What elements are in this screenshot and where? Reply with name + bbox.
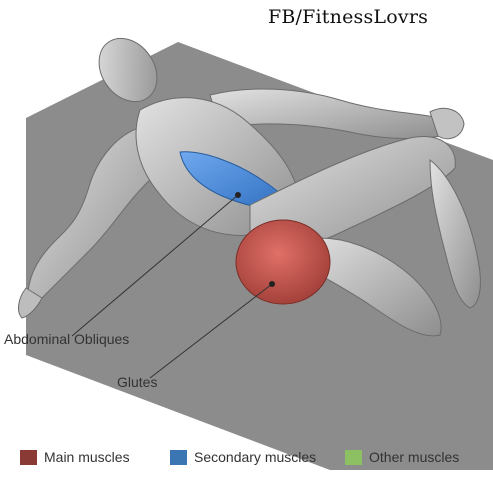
right-thigh: [299, 237, 442, 337]
obliques-pointer-line: [71, 194, 239, 337]
label-glutes: Glutes: [117, 374, 158, 390]
legend-swatch-other: [345, 449, 362, 465]
glutes-highlight: [235, 219, 331, 305]
legend-swatch-main: [20, 449, 37, 465]
legend-label-main: Main muscles: [44, 449, 130, 465]
obliques-pointer-dot: [235, 192, 241, 198]
legend-item-other: Other muscles: [345, 447, 459, 467]
lower-leg: [429, 158, 481, 309]
legend-label-other: Other muscles: [369, 449, 460, 465]
head: [98, 37, 158, 103]
legend-item-main: Main muscles: [20, 447, 130, 467]
left-arm: [27, 124, 153, 301]
legend: Main muscles Secondary muscles Other mus…: [20, 447, 490, 467]
left-hand: [18, 287, 43, 319]
watermark: FB/FitnessLovrs: [268, 6, 429, 28]
right-hand: [429, 108, 465, 140]
legend-item-secondary: Secondary muscles: [170, 447, 316, 467]
legend-label-secondary: Secondary muscles: [194, 449, 317, 465]
glutes-pointer-dot: [269, 281, 275, 287]
label-abdominal-obliques: Abdominal Obliques: [4, 331, 130, 347]
legend-swatch-secondary: [170, 449, 187, 465]
glutes-pointer-line: [149, 283, 273, 379]
